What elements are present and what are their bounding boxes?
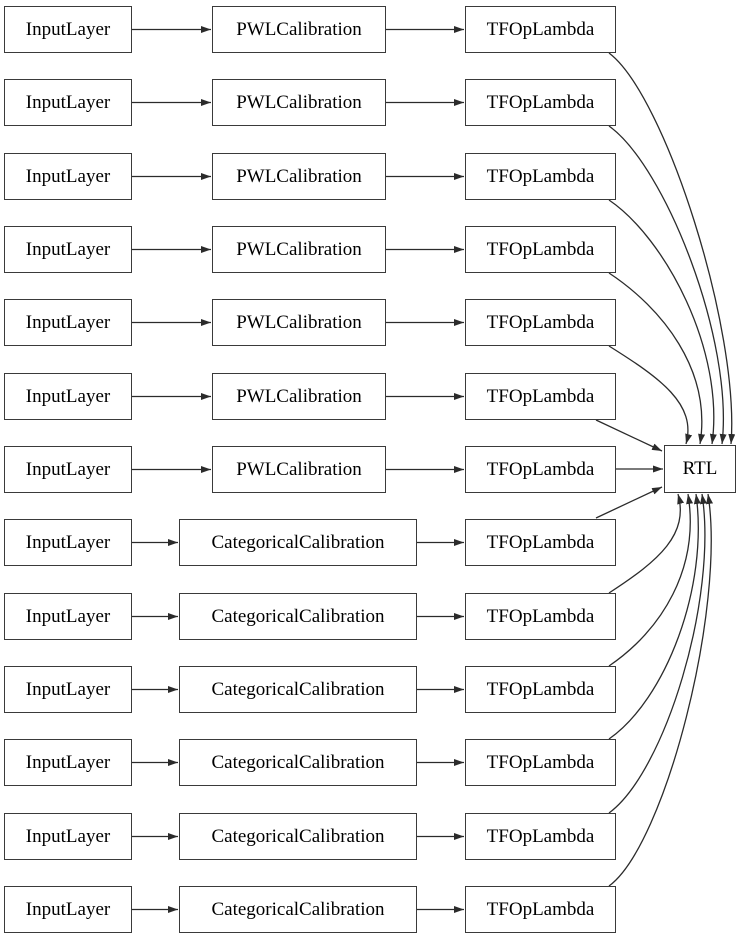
edge-op-rtl: [608, 272, 706, 445]
node-pwlcalibration-5: PWLCalibration: [212, 299, 386, 346]
node-pwlcalibration-1: PWLCalibration: [212, 6, 386, 53]
edge-op-rtl: [608, 125, 727, 445]
node-pwlcalibration-7: PWLCalibration: [212, 446, 386, 493]
node-categoricalcalibration-4: CategoricalCalibration: [179, 739, 417, 786]
node-inputlayer-8: InputLayer: [4, 519, 132, 566]
node-categoricalcalibration-3: CategoricalCalibration: [179, 666, 417, 713]
node-inputlayer-12: InputLayer: [4, 813, 132, 860]
node-pwlcalibration-3: PWLCalibration: [212, 153, 386, 200]
node-pwlcalibration-2: PWLCalibration: [212, 79, 386, 126]
node-inputlayer-2: InputLayer: [4, 79, 132, 126]
node-inputlayer-11: InputLayer: [4, 739, 132, 786]
node-tfoplambda-8: TFOpLambda: [465, 519, 616, 566]
edge-op-rtl: [608, 52, 736, 445]
edge-op-rtl: [608, 493, 685, 594]
edge-op-rtl: [595, 486, 663, 519]
node-tfoplambda-4: TFOpLambda: [465, 226, 616, 273]
node-inputlayer-1: InputLayer: [4, 6, 132, 53]
edge-op-rtl: [608, 493, 701, 740]
edge-op-rtl: [608, 345, 693, 445]
node-tfoplambda-13: TFOpLambda: [465, 886, 616, 933]
edge-op-rtl: [595, 419, 663, 452]
node-pwlcalibration-4: PWLCalibration: [212, 226, 386, 273]
node-inputlayer-13: InputLayer: [4, 886, 132, 933]
node-tfoplambda-7: TFOpLambda: [465, 446, 616, 493]
node-tfoplambda-11: TFOpLambda: [465, 739, 616, 786]
node-inputlayer-10: InputLayer: [4, 666, 132, 713]
node-categoricalcalibration-2: CategoricalCalibration: [179, 593, 417, 640]
node-inputlayer-9: InputLayer: [4, 593, 132, 640]
node-categoricalcalibration-6: CategoricalCalibration: [179, 886, 417, 933]
node-categoricalcalibration-5: CategoricalCalibration: [179, 813, 417, 860]
node-tfoplambda-5: TFOpLambda: [465, 299, 616, 346]
node-tfoplambda-10: TFOpLambda: [465, 666, 616, 713]
node-tfoplambda-6: TFOpLambda: [465, 373, 616, 420]
node-inputlayer-7: InputLayer: [4, 446, 132, 493]
node-tfoplambda-3: TFOpLambda: [465, 153, 616, 200]
node-rtl: RTL: [664, 445, 736, 493]
edge-op-rtl: [608, 493, 714, 887]
node-inputlayer-6: InputLayer: [4, 373, 132, 420]
node-tfoplambda-1: TFOpLambda: [465, 6, 616, 53]
edge-op-rtl: [608, 493, 694, 667]
node-tfoplambda-2: TFOpLambda: [465, 79, 616, 126]
node-inputlayer-5: InputLayer: [4, 299, 132, 346]
node-tfoplambda-12: TFOpLambda: [465, 813, 616, 860]
edge-op-rtl: [608, 199, 717, 445]
node-categoricalcalibration-1: CategoricalCalibration: [179, 519, 417, 566]
node-tfoplambda-9: TFOpLambda: [465, 593, 616, 640]
node-pwlcalibration-6: PWLCalibration: [212, 373, 386, 420]
node-inputlayer-3: InputLayer: [4, 153, 132, 200]
edge-op-rtl: [608, 493, 707, 814]
node-inputlayer-4: InputLayer: [4, 226, 132, 273]
